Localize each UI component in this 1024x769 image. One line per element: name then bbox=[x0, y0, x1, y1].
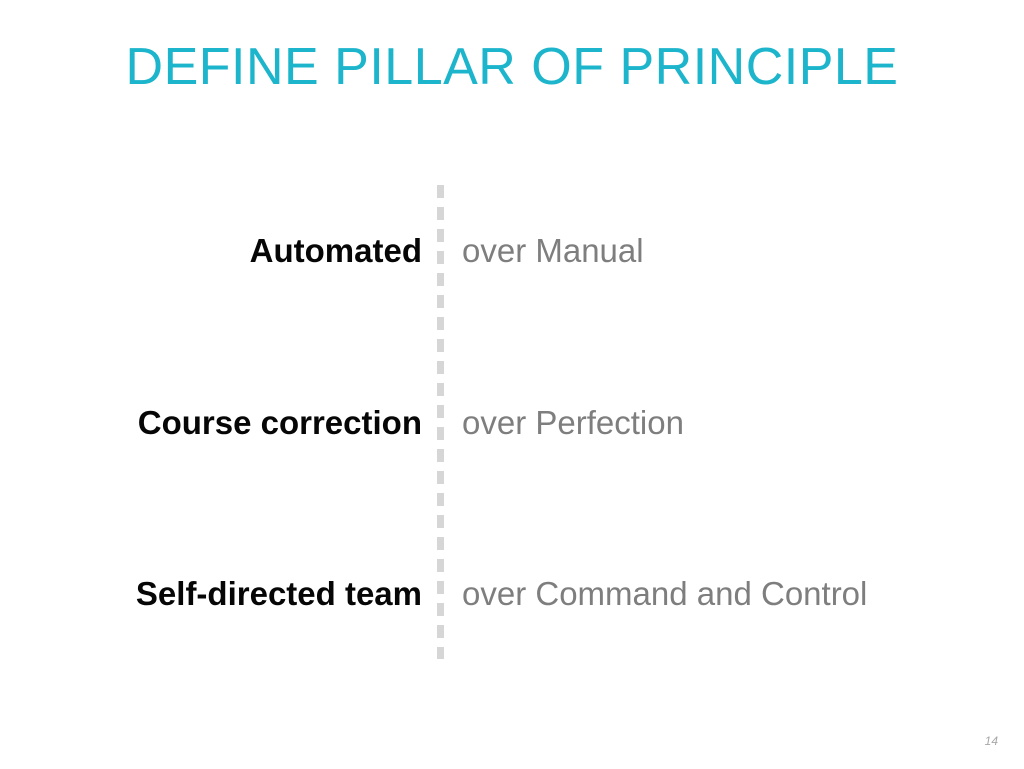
principle-term: Automated bbox=[249, 231, 422, 269]
principle-row: Self-directed team over Command and Cont… bbox=[0, 563, 1024, 623]
principle-row: Automated over Manual bbox=[0, 220, 1024, 280]
principle-contrast: over Command and Control bbox=[462, 574, 868, 612]
principle-term: Self-directed team bbox=[135, 574, 422, 612]
vertical-dashed-divider bbox=[437, 185, 444, 659]
page-title: DEFINE PILLAR OF PRINCIPLE bbox=[125, 38, 899, 96]
principle-row: Course correction over Perfection bbox=[0, 392, 1024, 452]
slide-page-number: 14 bbox=[984, 734, 998, 748]
principle-contrast: over Perfection bbox=[462, 403, 684, 441]
principles-list: Automated over Manual Course correction … bbox=[0, 185, 1024, 659]
principle-contrast: over Manual bbox=[462, 231, 644, 269]
principle-term: Course correction bbox=[137, 403, 422, 441]
